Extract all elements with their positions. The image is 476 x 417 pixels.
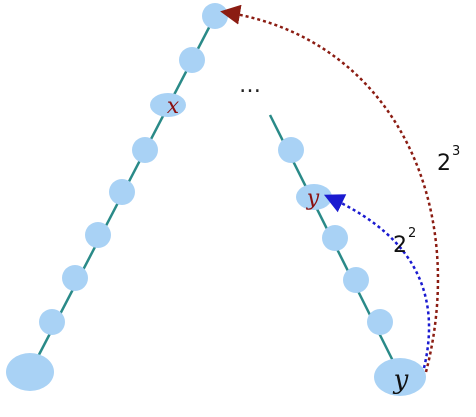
y-bottom-label: y — [393, 365, 409, 395]
red-jump-base: 2 — [437, 151, 451, 176]
left-node-top — [202, 3, 228, 29]
x-node — [150, 93, 186, 117]
right-node — [343, 267, 369, 293]
left-node — [132, 137, 158, 163]
x-label: x — [167, 94, 180, 119]
left-node — [85, 222, 111, 248]
y-mid-node — [296, 184, 332, 210]
jump-arrow-2-pow-3 — [220, 4, 440, 373]
left-node — [109, 179, 135, 205]
jump-arrow-2-pow-2 — [323, 194, 431, 369]
blue-jump-exp: 2 — [408, 226, 416, 241]
left-node — [39, 309, 65, 335]
y-mid-label: y — [306, 186, 320, 211]
right-node — [322, 225, 348, 251]
ellipsis: … — [239, 73, 261, 98]
right-node — [278, 137, 304, 163]
left-node — [179, 47, 205, 73]
blue-jump-base: 2 — [393, 233, 407, 258]
left-node — [62, 265, 88, 291]
right-node — [367, 309, 393, 335]
y-bottom-node — [374, 358, 426, 396]
red-jump-exp: 3 — [452, 144, 460, 159]
left-node-bottom — [6, 353, 54, 391]
